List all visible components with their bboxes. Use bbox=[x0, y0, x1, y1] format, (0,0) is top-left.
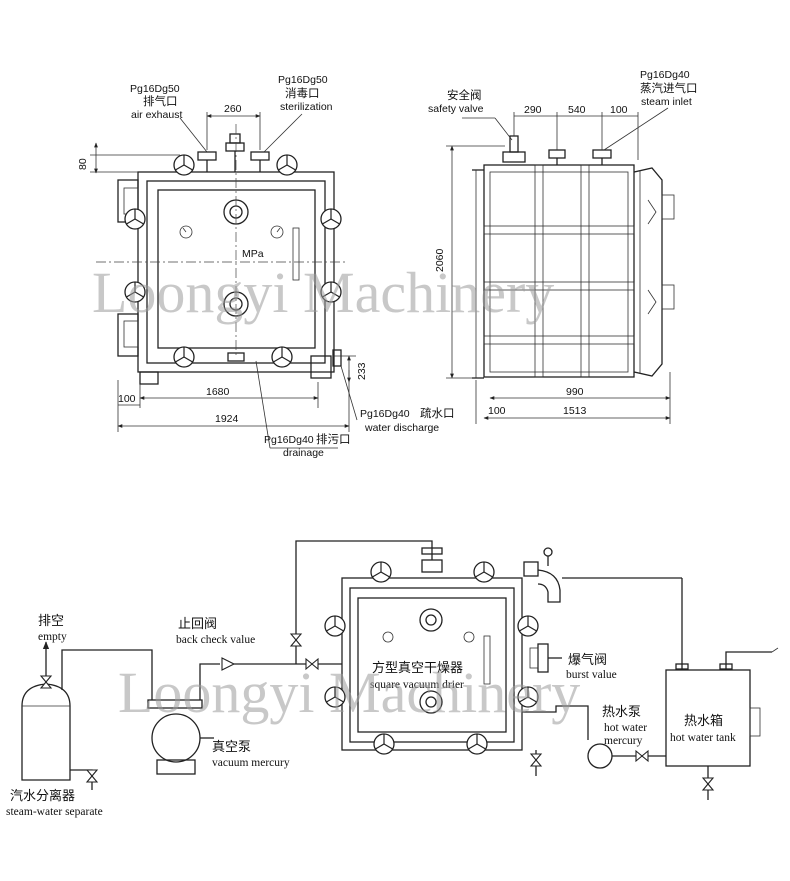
watermark-bottom: Loongyi Machinery bbox=[118, 660, 580, 725]
back-check-valve-cn: 止回阀 bbox=[178, 617, 217, 632]
hot-water-pump-en1: hot water bbox=[604, 722, 647, 734]
steam-inlet-en: steam inlet bbox=[641, 96, 692, 108]
hot-water-pump-en2: mercury bbox=[604, 735, 643, 747]
sterilization-cn: 消毒口 bbox=[285, 86, 320, 100]
dim-outlet-height: 233 bbox=[356, 362, 368, 380]
sterilization-spec: Pg16Dg50 bbox=[278, 74, 328, 86]
hot-water-tank-cn: 热水箱 bbox=[684, 713, 723, 729]
air-exhaust-en: air exhaust bbox=[131, 109, 182, 121]
water-discharge-cn: 疏水口 bbox=[420, 406, 455, 420]
burst-valve-en: burst value bbox=[566, 669, 617, 681]
dim-top-height: 80 bbox=[77, 158, 89, 170]
drainage-en: drainage bbox=[283, 447, 324, 459]
empty-en: empty bbox=[38, 631, 67, 643]
separator-tank bbox=[21, 683, 71, 781]
watermark-top: Loongyi Machinery bbox=[92, 260, 554, 325]
front-door bbox=[157, 189, 316, 349]
water-discharge-en: water discharge bbox=[364, 422, 439, 434]
dim-side-c: 100 bbox=[610, 104, 628, 116]
dim-side-total: 1513 bbox=[563, 405, 587, 417]
safety-valve-en: safety valve bbox=[428, 103, 484, 115]
burst-valve-cn: 爆气阀 bbox=[568, 652, 607, 668]
flow-diagram: 排空 empty 止回阀 back check value 方型真空干燥器 sq… bbox=[6, 540, 779, 818]
back-check-valve-en: back check value bbox=[176, 634, 255, 646]
vacuum-pump-cn: 真空泵 bbox=[212, 740, 251, 755]
vacuum-pump-en: vacuum mercury bbox=[212, 757, 290, 769]
dryer-en: square vacuum drier bbox=[370, 679, 464, 691]
dim-total-width: 1924 bbox=[215, 413, 239, 425]
separator-en: steam-water separate bbox=[6, 806, 103, 818]
dim-inner-width: 1680 bbox=[206, 386, 230, 398]
hot-water-pump bbox=[587, 743, 613, 769]
dim-side-a: 290 bbox=[524, 104, 542, 116]
dim-left-offset: 100 bbox=[118, 393, 136, 405]
sterilization-en: sterilization bbox=[280, 101, 333, 113]
dim-side-height: 2060 bbox=[434, 248, 446, 272]
safety-valve-cn: 安全阀 bbox=[447, 88, 482, 102]
hot-water-pump-cn: 热水泵 bbox=[602, 705, 641, 720]
gauge-label: MPa bbox=[242, 248, 264, 260]
water-discharge-spec: Pg16Dg40 bbox=[360, 408, 410, 420]
steam-inlet-cn: 蒸汽进气口 bbox=[640, 81, 698, 95]
hot-water-tank-en: hot water tank bbox=[670, 732, 736, 744]
empty-cn: 排空 bbox=[38, 614, 64, 629]
front-outer-frame bbox=[137, 171, 335, 373]
dryer-cn: 方型真空干燥器 bbox=[372, 660, 463, 676]
front-view: Pg16Dg50 排气口 air exhaust Pg16Dg50 消毒口 st… bbox=[77, 74, 455, 459]
side-view: 安全阀 safety valve Pg16Dg40 蒸汽进气口 steam in… bbox=[428, 69, 698, 424]
separator-cn: 汽水分离器 bbox=[10, 788, 75, 804]
dim-side-left: 100 bbox=[488, 405, 506, 417]
dim-side-depth: 990 bbox=[566, 386, 584, 398]
steam-inlet-spec: Pg16Dg40 bbox=[640, 69, 690, 81]
dim-top-spacing: 260 bbox=[224, 103, 242, 115]
air-exhaust-spec: Pg16Dg50 bbox=[130, 83, 180, 95]
side-frame bbox=[483, 164, 635, 378]
drainage-spec: Pg16Dg40 bbox=[264, 434, 314, 446]
drainage-cn: 排污口 bbox=[316, 432, 351, 446]
dim-side-b: 540 bbox=[568, 104, 586, 116]
air-exhaust-cn: 排气口 bbox=[143, 94, 178, 108]
dryer-body bbox=[341, 577, 523, 751]
